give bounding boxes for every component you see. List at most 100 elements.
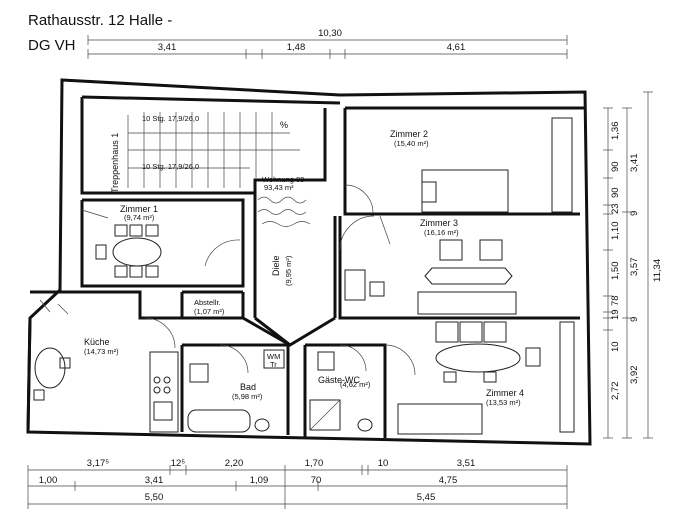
gaeste-name: Gäste-WC — [318, 375, 361, 385]
desk — [344, 269, 366, 301]
bad-toilet — [254, 418, 270, 432]
dim-bottom-r1-1: 3,17⁵ — [87, 458, 109, 469]
dim-bottom-r2-4: 70 — [311, 475, 322, 486]
z4-wardrobe — [559, 321, 575, 433]
dim-bottom-r3-1: 5,50 — [145, 492, 164, 503]
door-arc-gaeste — [339, 344, 367, 372]
room-kueche: Küche (14,73 m²) — [33, 299, 179, 433]
wm-sub: Tr — [270, 360, 277, 369]
room-bad: Bad (5,98 m²) WM Tr — [187, 344, 285, 433]
gaeste-toilet — [357, 418, 373, 432]
dim-top-seg-3: 4,61 — [447, 42, 466, 53]
zimmer1-name: Zimmer 1 — [120, 204, 158, 214]
dim-right-inner-3: 90 — [610, 187, 621, 198]
zimmer4-name: Zimmer 4 — [486, 388, 524, 398]
dim-right-mid-1: 3,41 — [629, 154, 640, 173]
door-arc-zimmer3 — [339, 215, 375, 251]
dim-bottom-r1-6: 3,51 — [457, 458, 476, 469]
abstell-area: (1,07 m²) — [194, 307, 225, 316]
handwritten-note — [257, 196, 311, 227]
dim-right-inner-4: 23 — [610, 203, 621, 214]
armchair-2 — [479, 239, 503, 261]
coffee-table — [424, 267, 513, 285]
z4-bed — [397, 403, 483, 435]
gaeste-area: (4,62 m²) — [340, 380, 371, 389]
dim-right-mid-3: 3,57 — [629, 258, 640, 277]
stair-upper-label: 10 Stg. 17,9/26,0 — [142, 114, 199, 123]
room-diele: Diele (9,95 m²) — [271, 255, 293, 286]
kitchen-counter — [149, 351, 179, 433]
dim-right-total: 11,34 — [652, 259, 663, 282]
bad-sink — [189, 363, 209, 383]
bad-name: Bad — [240, 382, 256, 392]
bed — [421, 169, 509, 213]
dim-top-seg-1: 3,41 — [158, 42, 177, 53]
header-address: Rathausstr. 12 Halle - — [28, 12, 173, 29]
door-arc-bad — [219, 344, 249, 374]
room-zimmer-1: Zimmer 1 (9,74 m²) — [81, 204, 241, 278]
shower — [309, 399, 341, 431]
bathtub — [187, 409, 251, 433]
dim-right-inner-10: 2,72 — [610, 382, 621, 401]
bottom-dimensions: 3,17⁵ 12⁵ 2,20 1,70 10 3,51 1,00 3,41 1,… — [27, 458, 568, 509]
kueche-name: Küche — [84, 337, 110, 347]
dim-right-inner-6: 1,50 — [610, 262, 621, 281]
dim-bottom-r1-3: 2,20 — [225, 458, 244, 469]
dim-bottom-r2-2: 3,41 — [145, 475, 164, 486]
room-zimmer-2: Zimmer 2 (15,40 m²) — [344, 117, 573, 214]
zimmer2-area: (15,40 m²) — [394, 139, 429, 148]
dim-bottom-r3-2: 5,45 — [417, 492, 436, 503]
room-abstellraum: Abstellr. (1,07 m²) — [194, 298, 225, 316]
kueche-area: (14,73 m²) — [84, 347, 119, 356]
door-arc-zimmer1 — [204, 239, 241, 267]
z4-chair-2 — [459, 321, 483, 343]
dim-bottom-r2-5: 4,75 — [439, 475, 458, 486]
dim-bottom-r1-4: 1,70 — [305, 458, 324, 469]
right-dimensions: 1,36 90 90 23 1,10 1,50 78 19 10 2,72 3,… — [603, 91, 663, 439]
staircase: Treppenhaus 1 10 Stg. 17,9/26,0 10 Stg. … — [110, 112, 300, 193]
abstell-name: Abstellr. — [194, 298, 221, 307]
dim-bottom-r2-1: 1,00 — [39, 475, 58, 486]
zimmer3-area: (16,16 m²) — [424, 228, 459, 237]
stair-direction-marker: % — [280, 120, 288, 130]
diele-name: Diele — [271, 255, 281, 276]
z4-chair-3 — [483, 321, 507, 343]
room-zimmer-4: Zimmer 4 (13,53 m²) — [384, 321, 575, 435]
zimmer1-area: (9,74 m²) — [124, 213, 155, 222]
apartment-area: 93,43 m² — [264, 183, 294, 192]
dim-right-inner-9: 10 — [610, 341, 621, 352]
door-arc-zimmer4 — [384, 344, 416, 376]
dim-right-mid-2: 9 — [629, 211, 640, 216]
wm-label: WM — [267, 352, 280, 361]
top-dimensions: 10,30 3,41 1,48 4,61 — [87, 28, 568, 59]
sofa — [417, 291, 517, 315]
z4-table — [435, 343, 521, 373]
dim-right-inner-1: 1,36 — [610, 122, 621, 141]
dim-top-seg-2: 1,48 — [287, 42, 306, 53]
dim-bottom-r1-5: 10 — [378, 458, 389, 469]
washing-machine — [263, 349, 285, 369]
dim-right-mid-5: 3,92 — [629, 366, 640, 385]
z4-chair-1 — [435, 321, 459, 343]
header-unit: DG VH — [28, 37, 76, 54]
door-arc-kueche — [144, 317, 176, 349]
zimmer4-area: (13,53 m²) — [486, 398, 521, 407]
dim-right-inner-2: 90 — [610, 161, 621, 172]
wardrobe — [551, 117, 573, 213]
stair-lower-label: 10 Stg. 17,9/26,0 — [142, 162, 199, 171]
diele-area: (9,95 m²) — [284, 255, 293, 286]
dining-table — [112, 237, 162, 267]
page-header: Rathausstr. 12 Halle - DG VH — [28, 8, 172, 58]
apartment-label: Wohnung 09 93,43 m² — [257, 175, 311, 227]
zimmer2-name: Zimmer 2 — [390, 129, 428, 139]
dim-right-mid-4: 9 — [629, 317, 640, 322]
door-arc-zimmer2 — [344, 184, 374, 214]
dim-right-inner-5: 1,10 — [610, 222, 621, 241]
dim-top-total: 10,30 — [318, 28, 342, 39]
dim-right-inner-8: 19 — [610, 309, 621, 320]
armchair-1 — [439, 239, 463, 261]
gaeste-sink — [317, 351, 335, 371]
interior-walls — [30, 95, 585, 438]
bad-area: (5,98 m²) — [232, 392, 263, 401]
